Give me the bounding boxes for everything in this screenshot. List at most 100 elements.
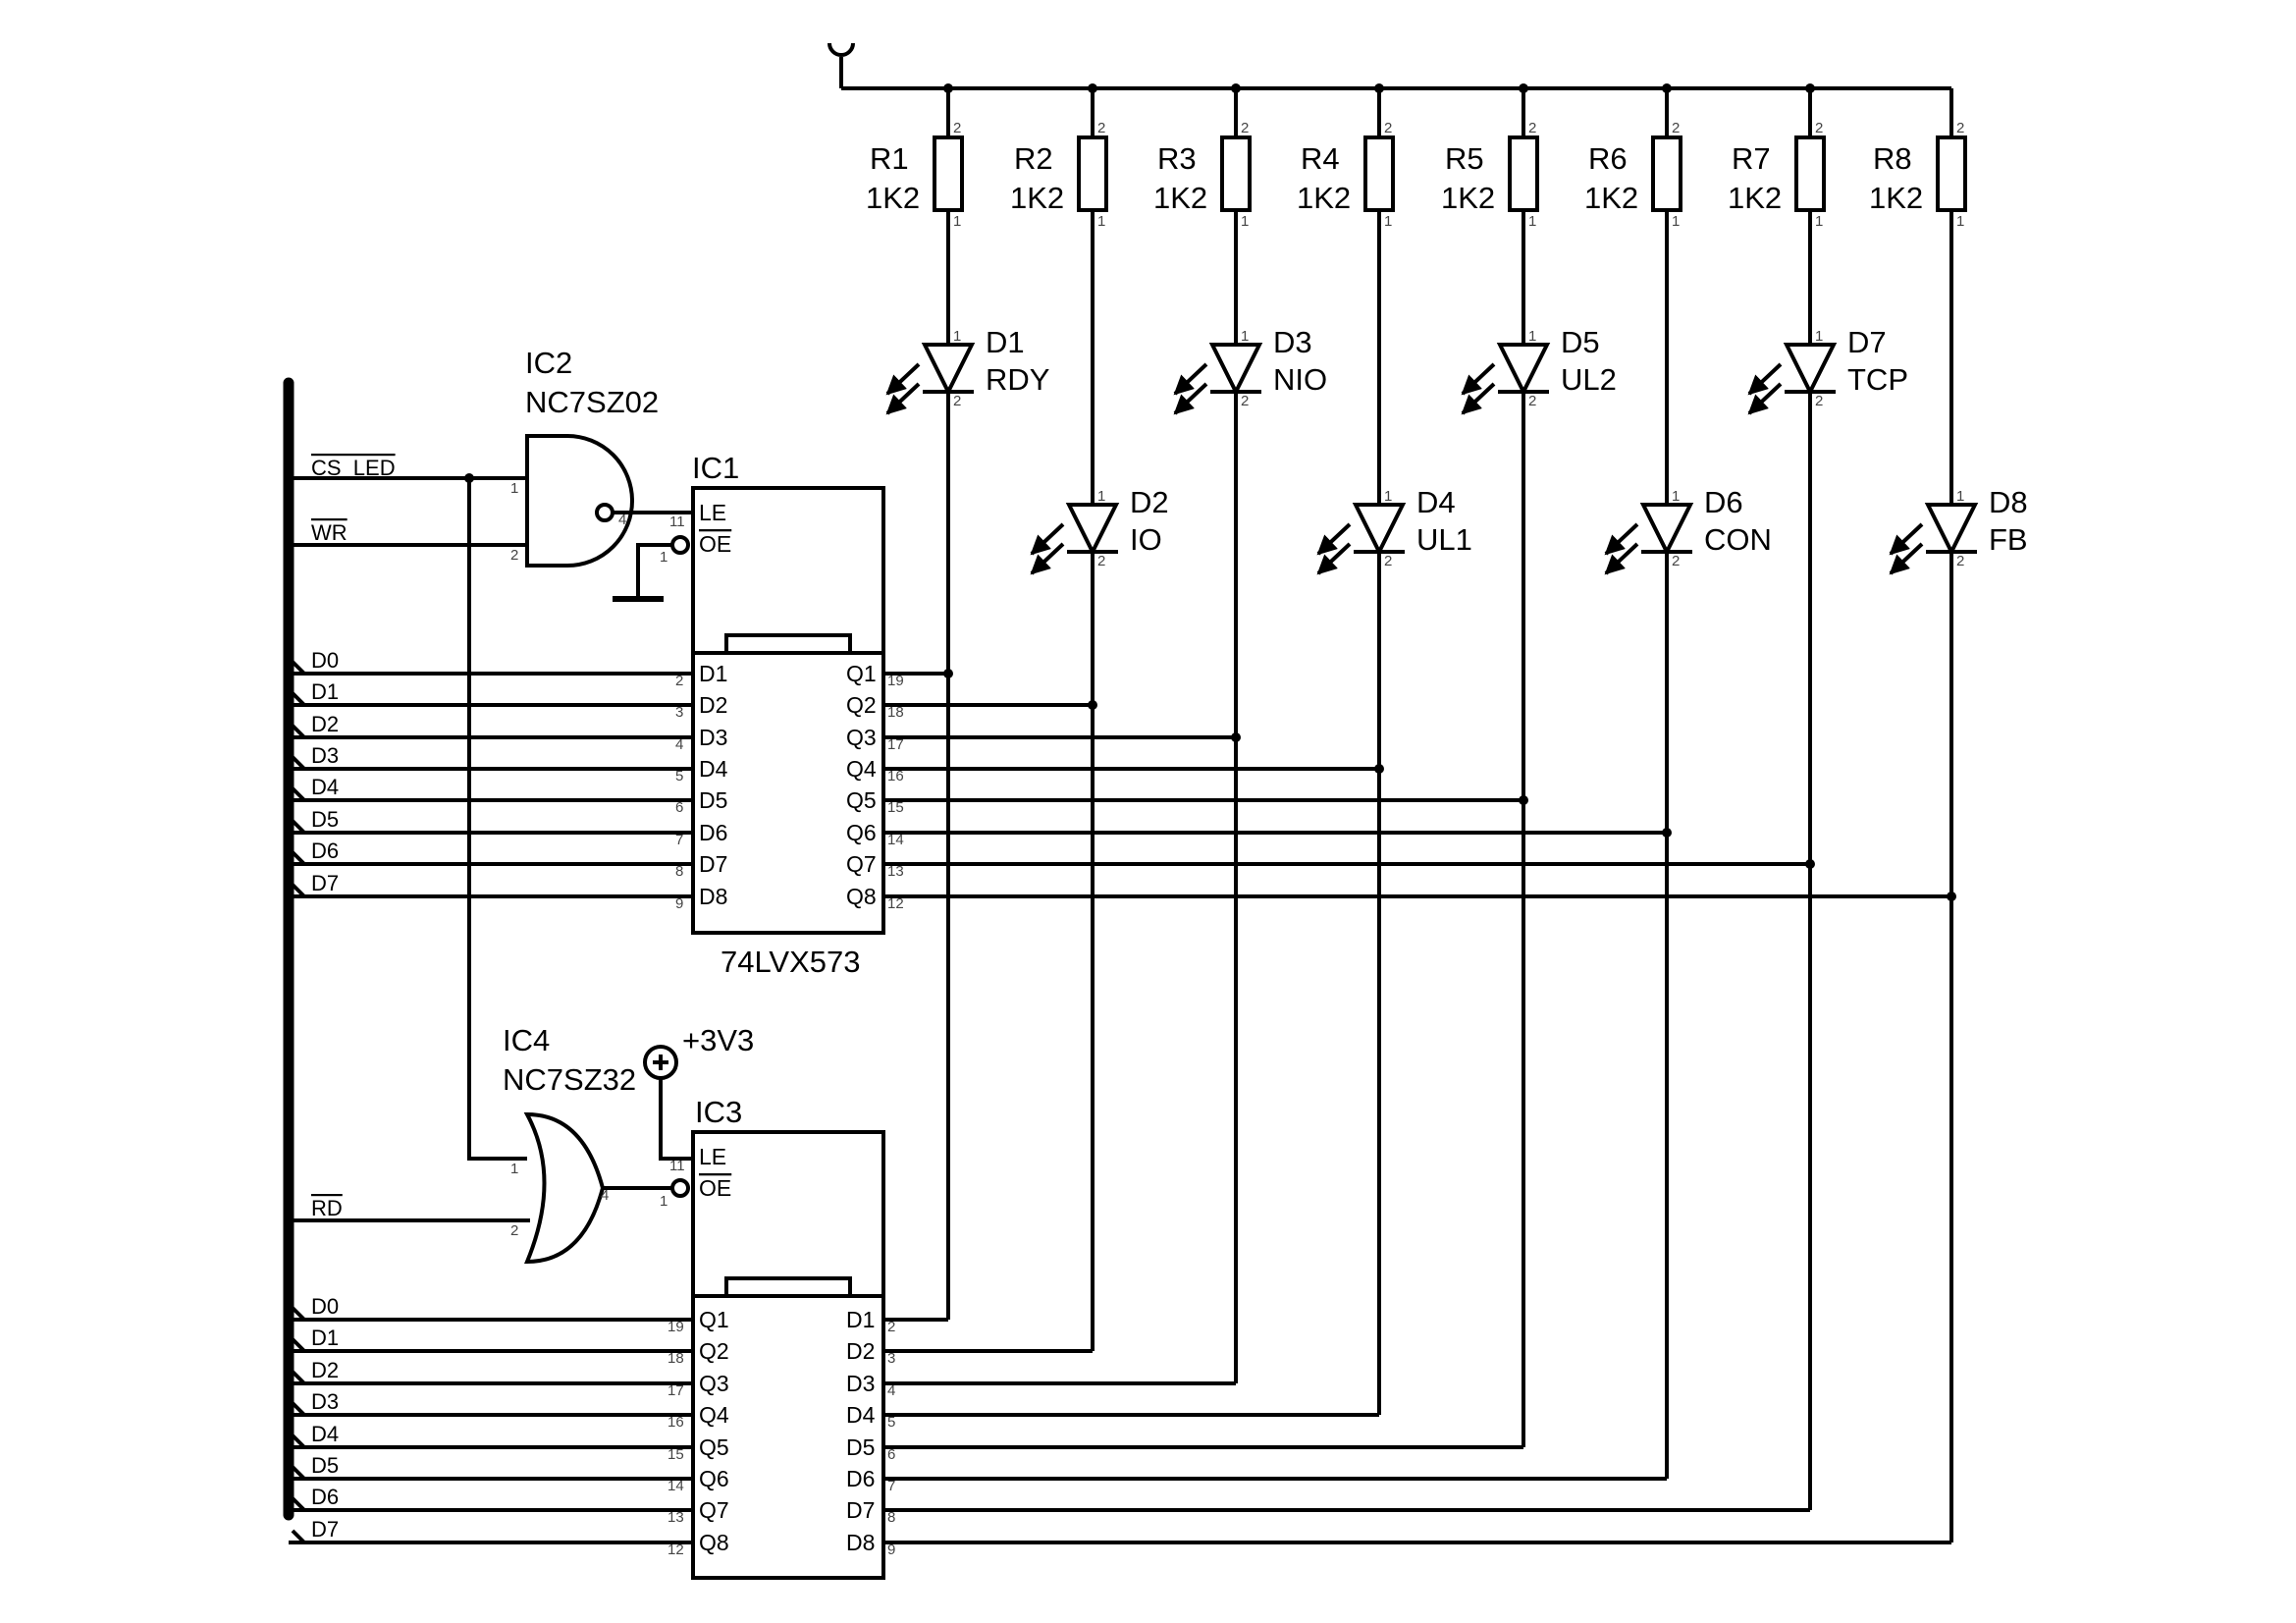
- ic3-left-label-1: Q1: [699, 1307, 729, 1332]
- ic1-q8-junction: [1947, 892, 1956, 901]
- ic3-right-label-4: D4: [846, 1402, 876, 1428]
- led-d6-pin-cathode: 2: [1672, 553, 1680, 569]
- ic3-oe-label: OE: [699, 1175, 731, 1201]
- ic3-left-label-8: Q8: [699, 1530, 729, 1555]
- ic1-out-pin-8: 12: [887, 895, 904, 912]
- ic1-part: 74LVX573: [721, 945, 861, 979]
- resistor-r7-pin-bottom: 1: [1815, 213, 1823, 230]
- ic1-oe-pin: 1: [660, 549, 667, 566]
- resistor-r7-pin-top: 2: [1815, 120, 1823, 136]
- bus-bottom-label-d6: D6: [311, 1485, 339, 1509]
- resistor-r1-value: 1K2: [866, 181, 920, 215]
- rd-signal: RD: [311, 1196, 343, 1220]
- ic3-left-label-3: Q3: [699, 1371, 729, 1396]
- ic1-out-pin-5: 15: [887, 799, 904, 816]
- ic3-right-label-6: D6: [846, 1466, 875, 1491]
- bus-bottom-label-d5: D5: [311, 1453, 339, 1478]
- ic3-left-pin-2: 18: [667, 1350, 684, 1367]
- ic1-input-label-8: D8: [699, 884, 727, 909]
- resistor-r6-pin-top: 2: [1672, 120, 1680, 136]
- led-d6-pin-anode: 1: [1672, 488, 1680, 505]
- ic1-output-label-5: Q5: [846, 787, 877, 813]
- led-d1-pin-cathode: 2: [953, 393, 961, 409]
- resistor-r2-pin-top: 2: [1097, 120, 1105, 136]
- resistor-r8-pin-top: 2: [1956, 120, 1964, 136]
- led-d2-symbol: [1065, 503, 1120, 557]
- ic1-input-label-7: D7: [699, 851, 727, 877]
- ic1-in-pin-7: 8: [675, 863, 683, 880]
- led-d2-emission-arrow-1: [1030, 522, 1065, 556]
- led-d4-ref: D4: [1416, 485, 1456, 519]
- ic3-right-pin-2: 3: [887, 1350, 895, 1367]
- ic1-in-pin-6: 7: [675, 832, 683, 848]
- ic1-out-pin-4: 16: [887, 768, 904, 784]
- ic3-le-pin: 11: [669, 1158, 685, 1174]
- led-d3-ref: D3: [1273, 325, 1312, 359]
- bus-top-label-d7: D7: [311, 871, 339, 895]
- resistor-r8-ref: R8: [1873, 141, 1912, 176]
- led-d4-pin-anode: 1: [1384, 488, 1392, 505]
- resistor-r2-ref: R2: [1014, 141, 1053, 176]
- ic3-right-pin-6: 7: [887, 1478, 895, 1494]
- bus-top-label-d1: D1: [311, 679, 339, 704]
- ic3-right-label-1: D1: [846, 1307, 875, 1332]
- bus-bottom-label-d1: D1: [311, 1325, 339, 1350]
- led-d5-pin-cathode: 2: [1528, 393, 1536, 409]
- bus-entry-top-1: [291, 691, 306, 707]
- led-d8-pin-cathode: 2: [1956, 553, 1964, 569]
- led-d8-emission-arrow-1: [1889, 522, 1924, 556]
- ic2-pin-in2: 2: [510, 547, 518, 564]
- led-d2-pin-cathode: 2: [1097, 553, 1105, 569]
- resistor-r4-pin-top: 2: [1384, 120, 1392, 136]
- led-d8-emission-arrow-2: [1889, 542, 1924, 575]
- led-d6-symbol: [1639, 503, 1694, 557]
- led-d2-name: IO: [1130, 522, 1162, 557]
- schematic-labels: IC2 NC7SZ02 IC1 74LVX573 IC4 NC7SZ32 IC3…: [311, 120, 2028, 1558]
- schematic-structure: [283, 42, 1951, 1580]
- bus-entry-top-2: [291, 724, 306, 739]
- ic3-left-label-2: Q2: [699, 1338, 729, 1364]
- led-d5-emission-arrow-2: [1461, 382, 1496, 415]
- resistor-r8-pin-bottom: 1: [1956, 213, 1964, 230]
- resistor-r3-body: [1220, 135, 1252, 212]
- led-d2-ref: D2: [1130, 485, 1169, 519]
- ic3-right-label-7: D7: [846, 1497, 875, 1523]
- ic3-left-pin-3: 17: [667, 1382, 684, 1399]
- led-d7-name: TCP: [1847, 362, 1908, 397]
- ic3-right-label-8: D8: [846, 1530, 875, 1555]
- resistor-r5-pin-bottom: 1: [1528, 213, 1536, 230]
- bus-entry-bottom-6: [291, 1496, 306, 1512]
- bus-entry-bottom-1: [291, 1337, 306, 1353]
- ic3-left-pin-6: 14: [667, 1478, 684, 1494]
- led-d1-emission-arrow-1: [885, 362, 921, 396]
- ic1-output-label-4: Q4: [846, 756, 877, 782]
- power-label: +3V3: [682, 1023, 754, 1057]
- ic3-left-pin-4: 16: [667, 1414, 684, 1431]
- led-d1-ref: D1: [986, 325, 1025, 359]
- ic1-q6-junction: [1662, 828, 1672, 838]
- led-d4-emission-arrow-2: [1316, 542, 1352, 575]
- ic3-register-block: [691, 1294, 885, 1580]
- bus-top-label-d5: D5: [311, 807, 339, 832]
- ic1-in-pin-5: 6: [675, 799, 683, 816]
- resistor-r1-pin-top: 2: [953, 120, 961, 136]
- ic3-right-label-3: D3: [846, 1371, 875, 1396]
- resistor-r1-ref: R1: [870, 141, 909, 176]
- bus-top-label-d6: D6: [311, 839, 339, 863]
- ic3-oe-pin: 1: [660, 1193, 667, 1210]
- resistor-r1-body: [933, 135, 964, 212]
- led-d3-pin-cathode: 2: [1241, 393, 1249, 409]
- bus-bottom-label-d3: D3: [311, 1389, 339, 1414]
- ic1-out-pin-7: 13: [887, 863, 904, 880]
- resistor-r6-body: [1651, 135, 1682, 212]
- ic1-in-pin-2: 3: [675, 704, 683, 721]
- resistor-r4-ref: R4: [1301, 141, 1340, 176]
- ic1-output-label-1: Q1: [846, 661, 877, 686]
- ic1-oe-bubble: [670, 535, 690, 555]
- bus-bottom-label-d4: D4: [311, 1422, 339, 1446]
- led-d3-emission-arrow-2: [1173, 382, 1208, 415]
- led-d7-emission-arrow-2: [1747, 382, 1783, 415]
- ic2-ref: IC2: [525, 346, 572, 380]
- ic2-nor-gate-body: [525, 434, 634, 568]
